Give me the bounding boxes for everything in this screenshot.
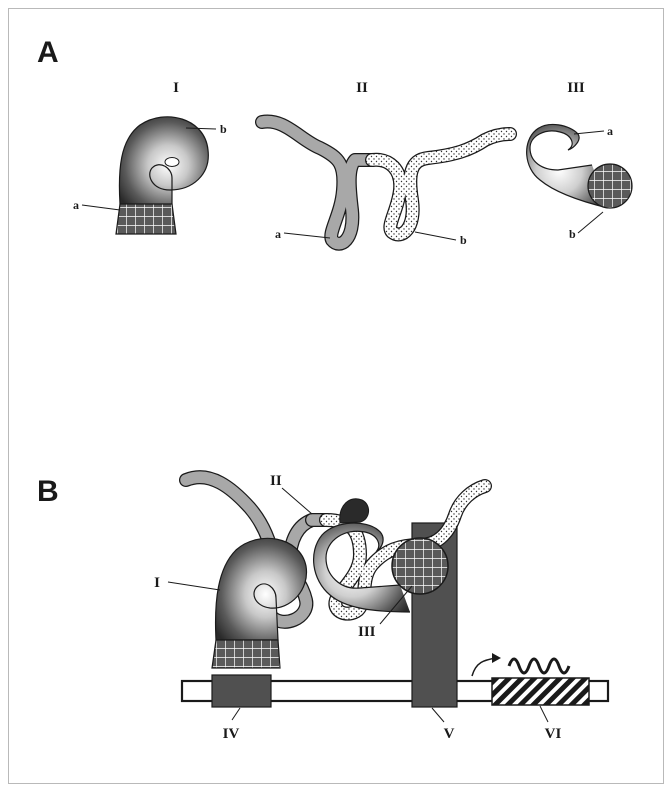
molecule-I-panel-a (116, 117, 208, 234)
grid-disc-III-b (392, 538, 448, 594)
label-a-III: III (567, 80, 585, 96)
box-IV (212, 675, 271, 707)
label-II-b: b (460, 233, 467, 247)
leader-b-V (432, 708, 444, 722)
molecule-III-panel-a (527, 124, 632, 208)
label-III-b: a (607, 124, 613, 138)
label-a-II: II (356, 80, 368, 96)
label-II-a: a (275, 227, 281, 241)
arrow-head (492, 653, 501, 663)
molecule-I-panel-b (212, 538, 307, 668)
leader-I-a (82, 205, 120, 210)
gene-VI (492, 678, 589, 705)
label-b-V: V (444, 726, 455, 742)
label-I-b: b (220, 122, 227, 136)
molecule-II-panel-a (262, 122, 510, 244)
label-b-III: III (358, 624, 376, 640)
label-a-I: I (173, 80, 179, 96)
leader-b-I (168, 582, 220, 590)
leader-II-a (284, 233, 330, 238)
grid-disc-III (588, 164, 632, 208)
leader-b-VI (540, 706, 548, 722)
label-I-a: a (73, 198, 79, 212)
leader-II-b (415, 232, 456, 240)
label-b-I: I (154, 575, 160, 591)
leader-III-b (574, 131, 604, 134)
label-III-a: b (569, 227, 576, 241)
transcript-wave (509, 659, 569, 673)
grid-base-I-b (212, 640, 280, 668)
grid-base-I (116, 204, 176, 234)
leader-b-IV (232, 708, 240, 720)
label-b-II: II (270, 473, 282, 489)
label-b-IV: IV (223, 726, 240, 742)
leader-b-II (282, 488, 312, 514)
label-b-VI: VI (545, 726, 562, 742)
leader-III-a (578, 212, 603, 233)
